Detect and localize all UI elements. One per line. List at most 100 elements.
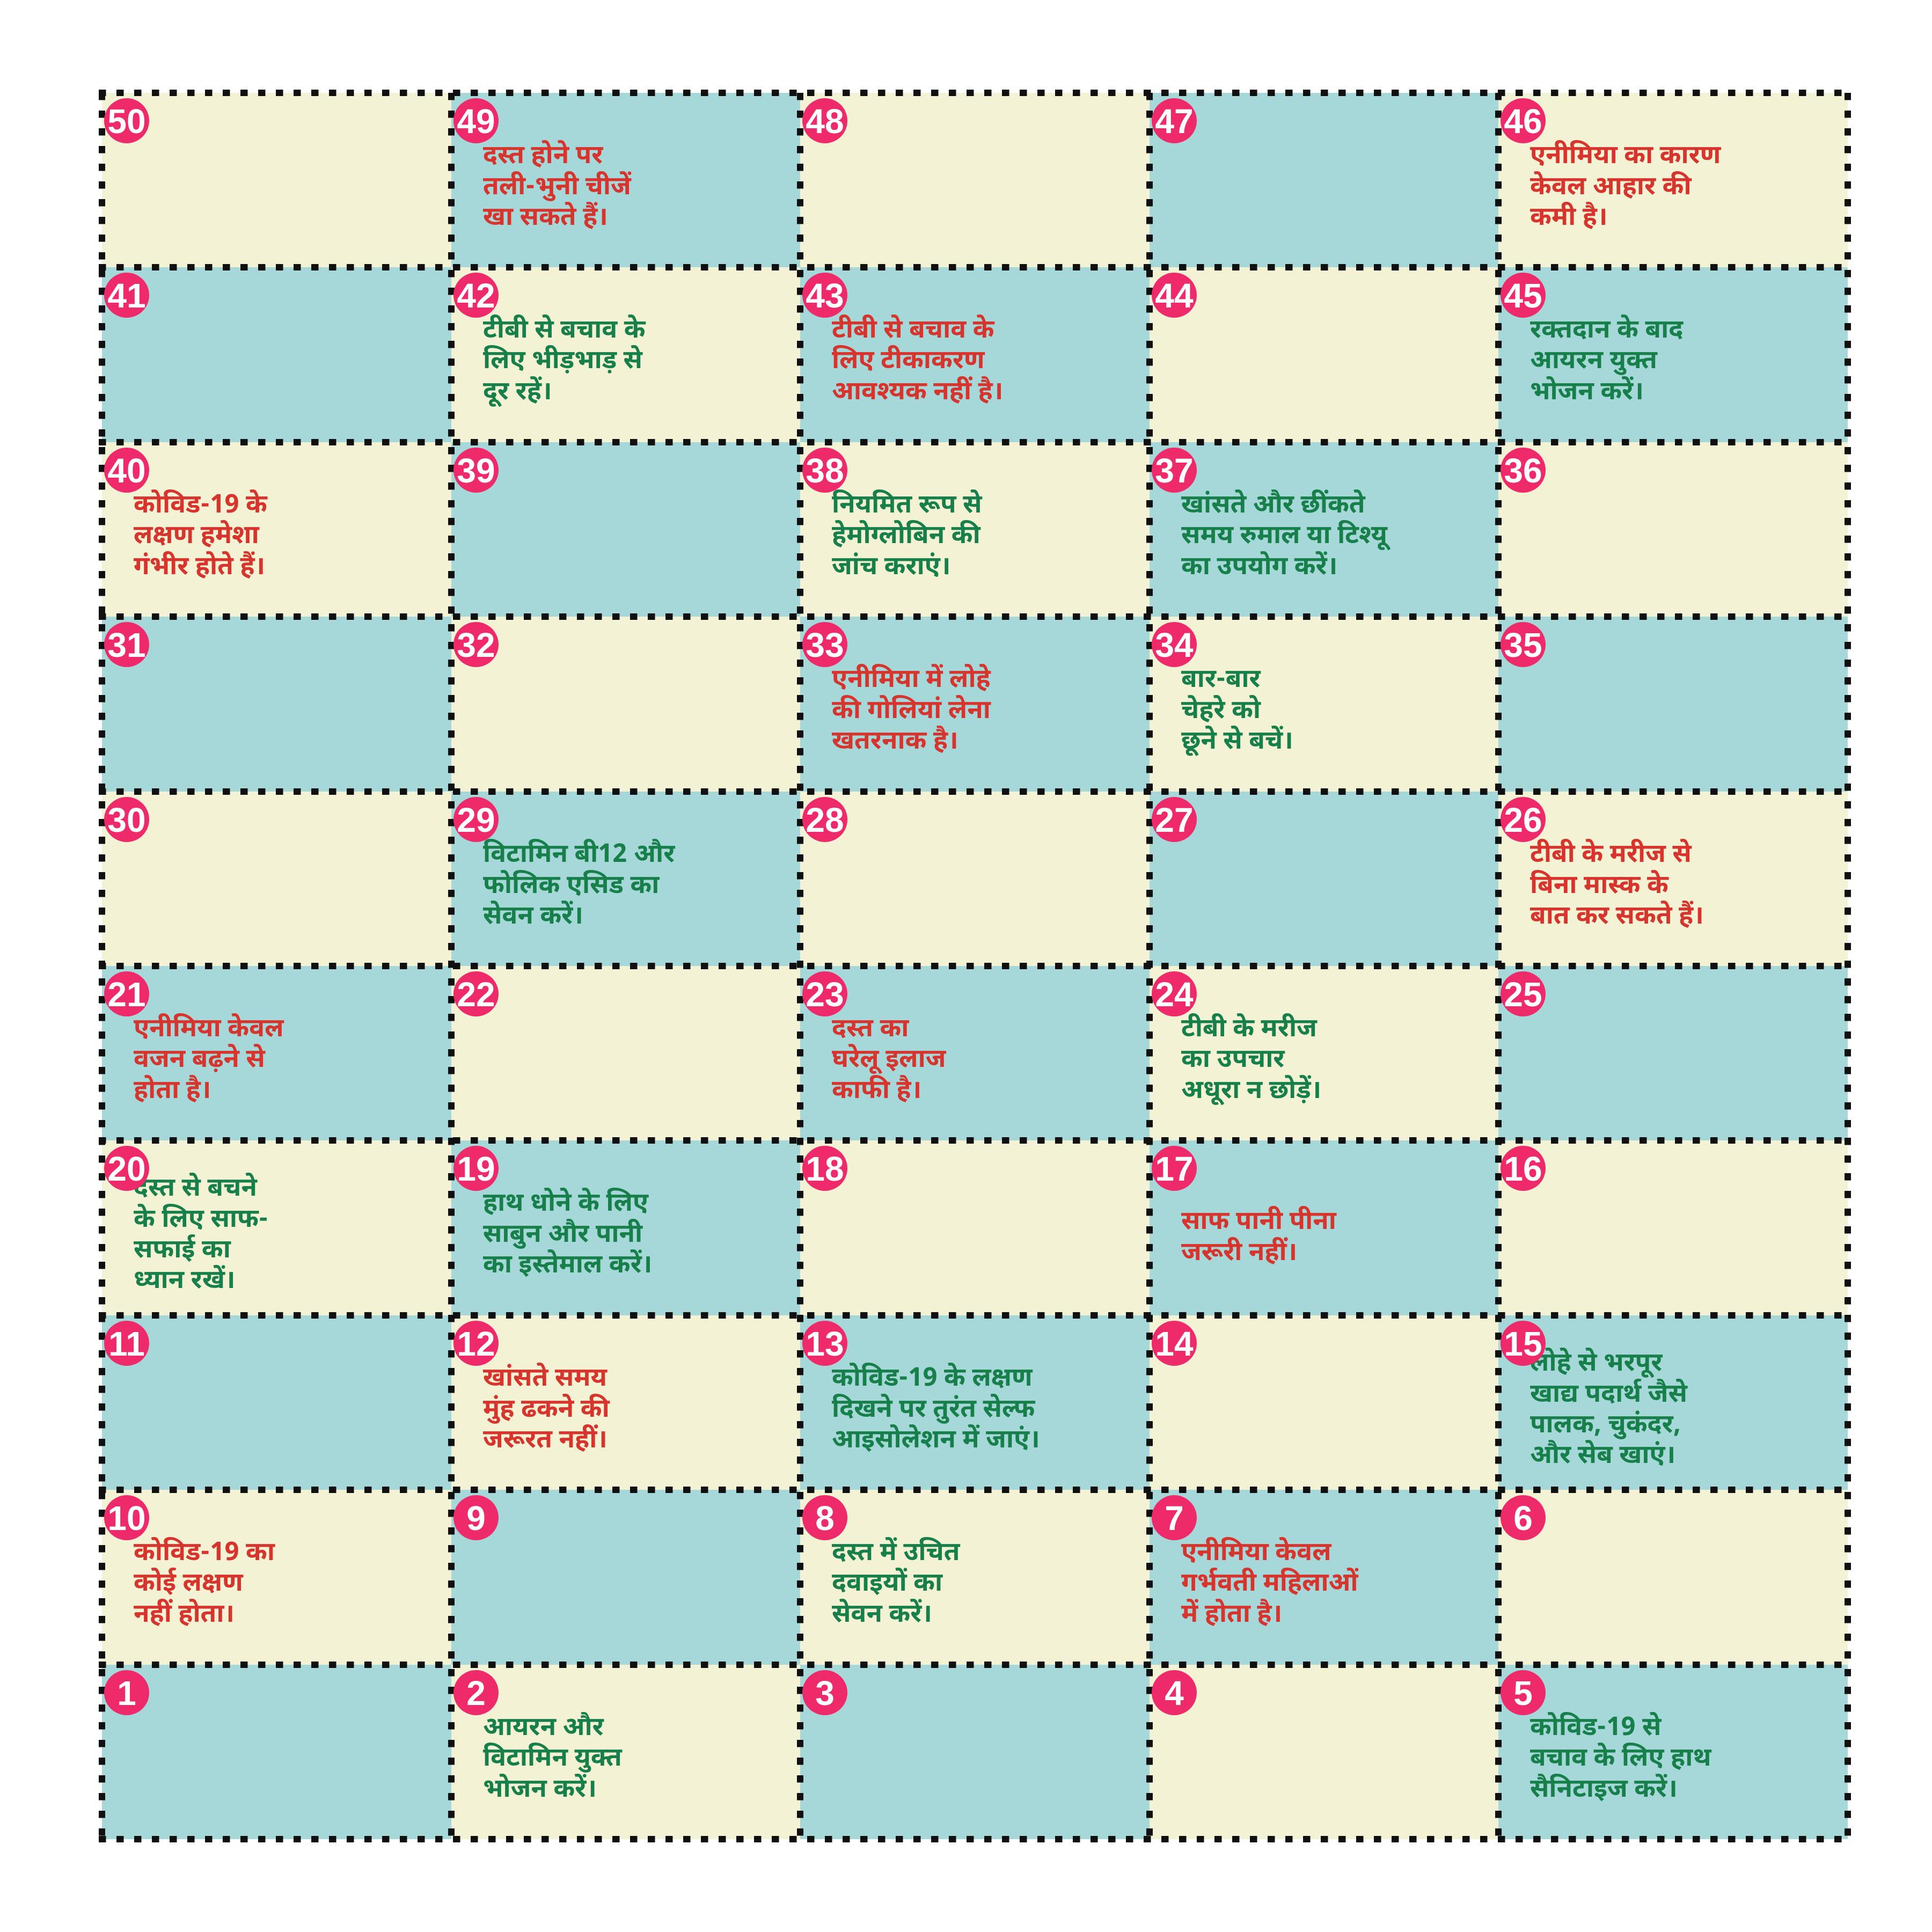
svg-text:18: 18 [806, 1150, 844, 1188]
svg-text:भोजन करें।: भोजन करें। [1530, 376, 1644, 410]
svg-text:29: 29 [457, 801, 495, 839]
svg-text:39: 39 [457, 451, 495, 490]
svg-text:एनीमिया केवल: एनीमिया केवल [134, 1013, 284, 1047]
svg-text:लिए भीड़भाड़ से: लिए भीड़भाड़ से [483, 345, 643, 379]
svg-text:हाथ धोने के लिए: हाथ धोने के लिए [483, 1187, 649, 1221]
svg-text:19: 19 [457, 1150, 495, 1188]
svg-text:समय रुमाल या टिश्यू: समय रुमाल या टिश्यू [1181, 519, 1391, 554]
svg-text:25: 25 [1504, 975, 1542, 1014]
svg-text:26: 26 [1504, 801, 1542, 839]
svg-text:खा सकते हैं।: खा सकते हैं। [483, 201, 608, 236]
svg-text:का उपचार: का उपचार [1181, 1044, 1285, 1078]
svg-text:का इस्तेमाल करें।: का इस्तेमाल करें। [483, 1249, 652, 1283]
svg-text:खांसते समय: खांसते समय [483, 1362, 608, 1396]
svg-text:जांच कराएं।: जांच कराएं। [832, 551, 950, 585]
svg-text:होता है।: होता है। [134, 1074, 211, 1109]
svg-text:कोविड-19 के: कोविड-19 के [134, 489, 268, 523]
svg-text:सफाई का: सफाई का [134, 1234, 231, 1268]
svg-text:47: 47 [1155, 102, 1193, 141]
svg-text:45: 45 [1504, 276, 1542, 315]
svg-text:37: 37 [1155, 451, 1193, 490]
svg-text:के लिए साफ-: के लिए साफ- [134, 1203, 268, 1238]
svg-text:विटामिन बी12 और: विटामिन बी12 और [483, 838, 675, 873]
svg-text:आयरन और: आयरन और [483, 1711, 604, 1746]
svg-text:36: 36 [1504, 451, 1542, 490]
svg-text:42: 42 [457, 276, 495, 315]
svg-text:34: 34 [1155, 626, 1194, 664]
svg-text:बिना मास्क के: बिना मास्क के [1530, 869, 1669, 904]
svg-text:3: 3 [815, 1674, 835, 1713]
svg-text:भोजन करें।: भोजन करें। [483, 1773, 597, 1807]
svg-text:49: 49 [457, 102, 495, 141]
svg-text:13: 13 [806, 1324, 844, 1363]
svg-text:21: 21 [107, 975, 145, 1014]
svg-text:35: 35 [1504, 626, 1542, 664]
svg-text:सेवन करें।: सेवन करें। [483, 900, 583, 934]
svg-text:दस्त से बचने: दस्त से बचने [134, 1172, 258, 1206]
svg-text:27: 27 [1155, 801, 1193, 839]
svg-text:जरूरत नहीं।: जरूरत नहीं। [483, 1424, 608, 1458]
svg-text:छूने से बचें।: छूने से बचें। [1181, 725, 1293, 759]
svg-text:कोई लक्षण: कोई लक्षण [134, 1567, 244, 1601]
svg-text:ध्यान रखें।: ध्यान रखें। [134, 1264, 235, 1299]
svg-text:अधूरा न छोड़ें।: अधूरा न छोड़ें। [1181, 1074, 1321, 1109]
svg-text:नियमित रूप से: नियमित रूप से [832, 489, 983, 523]
svg-text:33: 33 [806, 626, 844, 664]
svg-text:31: 31 [107, 626, 145, 664]
svg-text:एनीमिया का कारण: एनीमिया का कारण [1530, 140, 1722, 174]
svg-text:वजन बढ़ने से: वजन बढ़ने से [134, 1043, 266, 1078]
svg-text:सैनिटाइज करें।: सैनिटाइज करें। [1530, 1773, 1678, 1807]
svg-text:6: 6 [1513, 1499, 1533, 1538]
svg-text:10: 10 [107, 1499, 145, 1538]
svg-text:दूर रहें।: दूर रहें। [483, 376, 552, 410]
svg-text:लोहे से भरपूर: लोहे से भरपूर [1530, 1347, 1663, 1381]
svg-text:एनीमिया में लोहे: एनीमिया में लोहे [832, 663, 991, 698]
svg-text:बात कर सकते हैं।: बात कर सकते हैं। [1530, 900, 1704, 934]
svg-text:विटामिन युक्त: विटामिन युक्त [483, 1742, 623, 1776]
svg-text:16: 16 [1504, 1150, 1542, 1188]
svg-text:टीबी के मरीज से: टीबी के मरीज से [1530, 838, 1692, 873]
svg-text:दिखने पर तुरंत सेल्फ: दिखने पर तुरंत सेल्फ [832, 1393, 1036, 1428]
svg-text:5: 5 [1513, 1674, 1533, 1713]
svg-text:2: 2 [466, 1674, 486, 1713]
svg-text:पालक, चुकंदर,: पालक, चुकंदर, [1530, 1409, 1681, 1443]
svg-text:कोविड-19 से: कोविड-19 से [1530, 1711, 1662, 1746]
svg-text:गर्भवती महिलाओं: गर्भवती महिलाओं [1181, 1567, 1359, 1601]
svg-text:लिए टीकाकरण: लिए टीकाकरण [832, 345, 985, 379]
svg-text:कोविड-19 का: कोविड-19 का [134, 1536, 275, 1571]
svg-text:चेहरे को: चेहरे को [1181, 694, 1261, 729]
svg-text:7: 7 [1165, 1499, 1184, 1538]
svg-text:दवाइयों का: दवाइयों का [832, 1567, 943, 1601]
svg-text:4: 4 [1165, 1674, 1184, 1713]
svg-text:46: 46 [1504, 102, 1542, 141]
svg-text:44: 44 [1155, 276, 1194, 315]
svg-text:नहीं होता।: नहीं होता। [134, 1598, 235, 1633]
svg-text:9: 9 [466, 1499, 486, 1538]
svg-text:जरूरी नहीं।: जरूरी नहीं। [1181, 1236, 1297, 1271]
svg-text:12: 12 [457, 1324, 495, 1363]
svg-text:लक्षण हमेशा: लक्षण हमेशा [134, 519, 260, 554]
svg-text:में होता है।: में होता है। [1181, 1598, 1282, 1633]
svg-text:काफी है।: काफी है। [832, 1074, 921, 1109]
svg-text:घरेलू इलाज: घरेलू इलाज [832, 1043, 947, 1078]
svg-text:और सेब खाएं।: और सेब खाएं। [1530, 1439, 1675, 1474]
svg-text:एनीमिया केवल: एनीमिया केवल [1181, 1536, 1332, 1571]
svg-text:दस्त होने पर: दस्त होने पर [483, 140, 603, 174]
svg-text:आयरन युक्त: आयरन युक्त [1530, 345, 1658, 379]
svg-text:का उपयोग करें।: का उपयोग करें। [1181, 551, 1337, 585]
svg-text:11: 11 [108, 1324, 145, 1363]
svg-text:32: 32 [457, 626, 495, 664]
svg-text:40: 40 [107, 451, 145, 490]
svg-text:48: 48 [806, 102, 844, 141]
svg-text:28: 28 [806, 801, 844, 839]
svg-text:खतरनाक है।: खतरनाक है। [832, 725, 958, 759]
svg-text:दस्त में उचित: दस्त में उचित [832, 1536, 961, 1571]
svg-text:तली-भुनी चीजें: तली-भुनी चीजें [483, 171, 632, 205]
svg-text:1: 1 [117, 1674, 136, 1713]
svg-text:22: 22 [457, 975, 495, 1014]
svg-text:कमी है।: कमी है। [1530, 201, 1607, 236]
svg-text:आइसोलेशन में जाएं।: आइसोलेशन में जाएं। [832, 1424, 1040, 1458]
svg-text:24: 24 [1155, 975, 1194, 1014]
svg-text:आवश्यक नहीं है।: आवश्यक नहीं है। [832, 376, 1003, 410]
svg-text:दस्त का: दस्त का [832, 1013, 909, 1047]
